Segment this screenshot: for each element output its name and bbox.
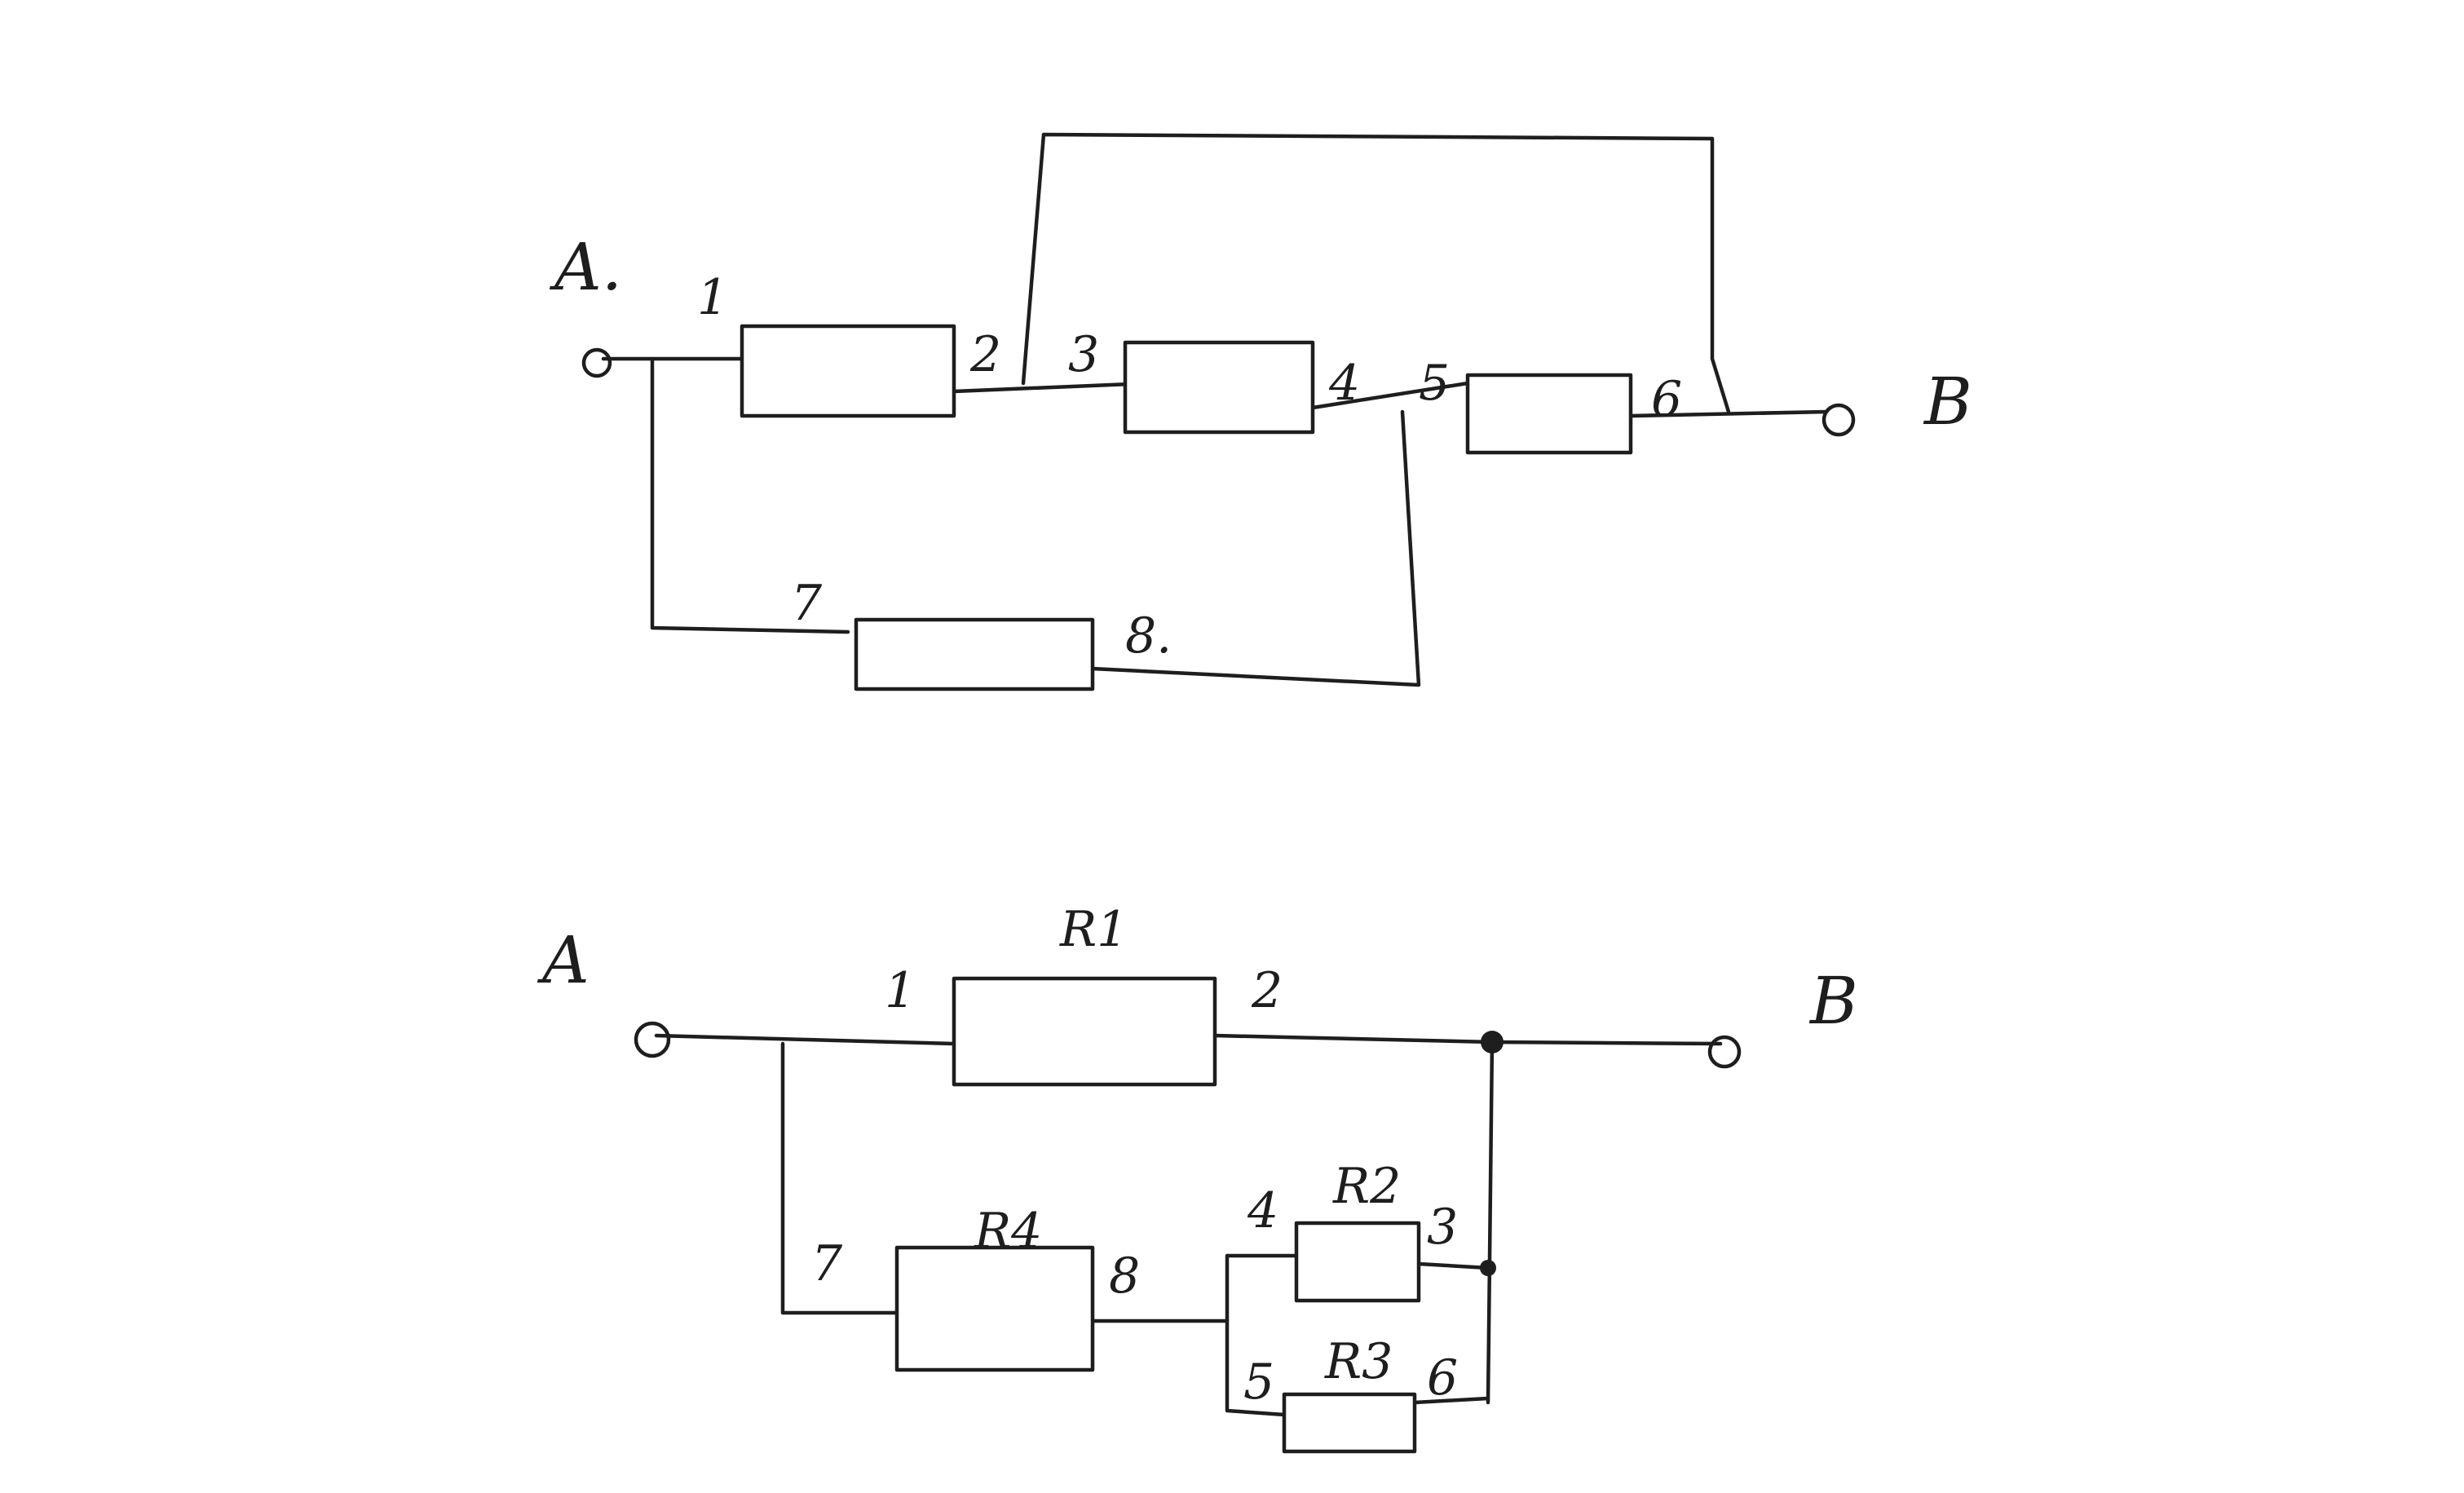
bottom-resistor-r1 — [952, 976, 1217, 1087]
top-resistor-5-6 — [1465, 373, 1633, 455]
top-node-4: 4 — [1328, 355, 1360, 412]
bottom-terminal-a-icon — [634, 1021, 671, 1058]
bottom-label-b: B — [1808, 963, 1858, 1039]
top-node-6: 6 — [1651, 371, 1682, 428]
bottom-resistor-r4 — [894, 1245, 1095, 1372]
bottom-resistor-label-r1: R1 — [1059, 901, 1128, 958]
bottom-parallel-rails — [1225, 1253, 1490, 1417]
bottom-node-5: 5 — [1243, 1354, 1274, 1411]
bottom-resistor-label-r4: R4 — [974, 1203, 1042, 1260]
bottom-junction-dot-mid — [1480, 1260, 1496, 1276]
top-node-1: 1 — [697, 269, 728, 326]
top-terminal-a-icon — [581, 347, 612, 378]
bottom-label-a: A — [537, 922, 590, 998]
bottom-node-2: 2 — [1251, 962, 1283, 1019]
bottom-node-8: 8 — [1109, 1248, 1140, 1305]
top-lower-branch — [650, 356, 1421, 687]
bottom-circuit: A B R1 R2 R3 R4 1 2 4 3 7 8 5 6 — [537, 901, 1858, 1454]
bottom-node-6: 6 — [1427, 1349, 1458, 1407]
bottom-resistor-r2 — [1294, 1221, 1421, 1303]
top-bypass-loop — [1021, 132, 1731, 414]
top-label-b: B — [1923, 364, 1972, 440]
top-label-a: A. — [549, 229, 622, 305]
bottom-terminal-b-icon — [1707, 1035, 1742, 1069]
top-resistor-1-2 — [740, 324, 956, 418]
top-resistor-3-4 — [1123, 340, 1315, 435]
bottom-resistor-label-r2: R2 — [1332, 1158, 1401, 1215]
bottom-junction-dot-top — [1481, 1031, 1504, 1053]
top-node-8: 8. — [1125, 607, 1172, 665]
top-node-2: 2 — [969, 326, 1001, 383]
bottom-node-7: 7 — [811, 1235, 843, 1292]
bottom-left-branch — [780, 1041, 899, 1315]
top-circuit: A. B 1 2 3 4 5 6 7 8. — [549, 132, 1972, 691]
top-resistor-7-8 — [854, 617, 1095, 691]
top-node-5: 5 — [1419, 355, 1450, 412]
top-terminal-b-icon — [1822, 403, 1856, 437]
bottom-node-4: 4 — [1247, 1182, 1278, 1239]
bottom-node-3: 3 — [1427, 1199, 1458, 1256]
bottom-resistor-label-r3: R3 — [1324, 1333, 1393, 1390]
bottom-resistor-r3 — [1282, 1392, 1417, 1454]
bottom-right-bus — [1486, 1040, 1495, 1405]
bottom-node-1: 1 — [885, 962, 916, 1019]
top-main-wire — [601, 356, 1829, 418]
top-node-3: 3 — [1068, 326, 1099, 383]
top-node-7: 7 — [791, 575, 823, 632]
